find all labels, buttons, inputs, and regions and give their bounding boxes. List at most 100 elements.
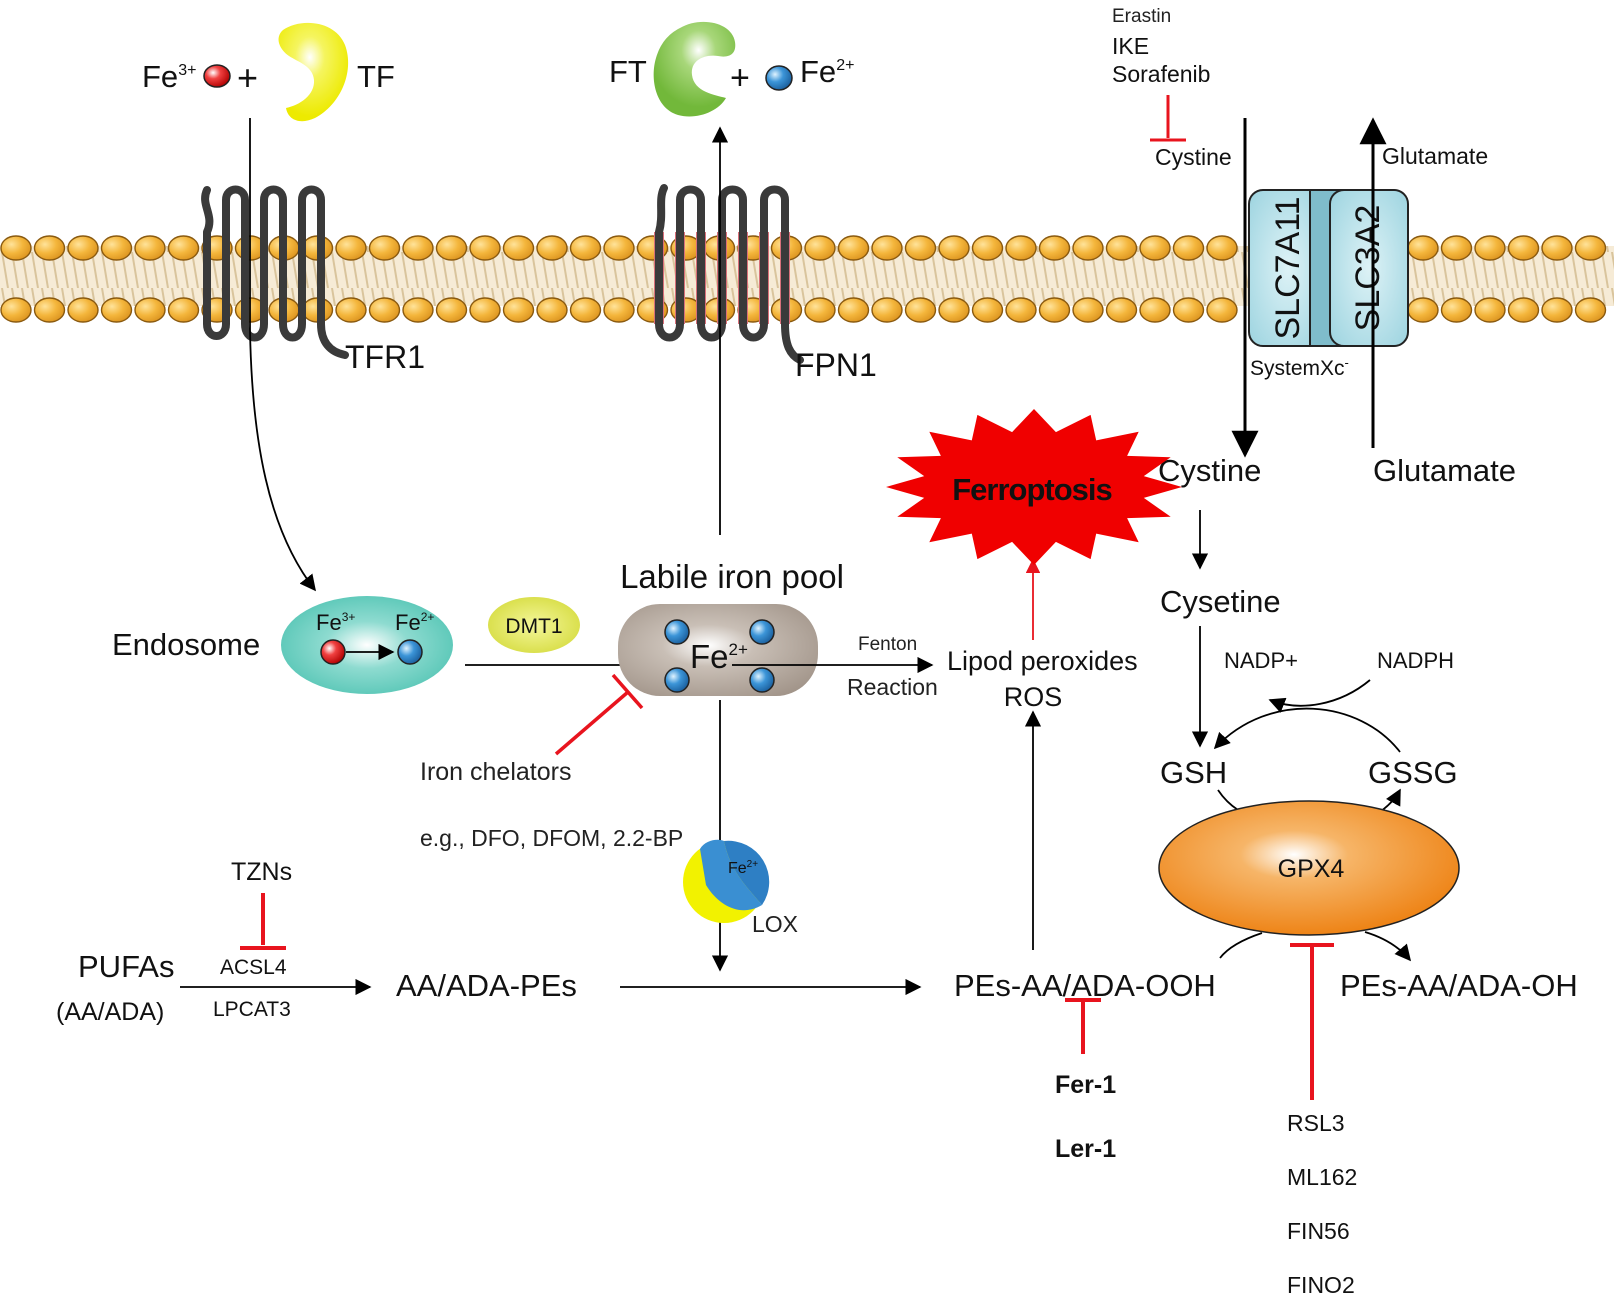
phospholipid-head xyxy=(435,235,468,261)
phospholipid-head xyxy=(1072,297,1104,323)
glutamate-inner-label: Glutamate xyxy=(1373,453,1516,488)
slc3a2-subunit xyxy=(1329,189,1409,347)
lip-fe2-ion xyxy=(749,619,775,645)
phospholipid-head xyxy=(100,235,133,261)
phospholipid-head xyxy=(1541,235,1573,261)
aa-ada-pes-label: AA/ADA-PEs xyxy=(396,968,577,1003)
phospholipid-head xyxy=(402,297,434,323)
phospholipid-head xyxy=(1172,235,1205,261)
fenton-label-2: Reaction xyxy=(847,674,938,700)
ler1-label: Ler-1 xyxy=(1055,1135,1116,1163)
endosome-label: Endosome xyxy=(112,627,260,662)
lox-enzyme xyxy=(683,839,770,923)
tf-label: TF xyxy=(357,59,395,94)
fpn1-chain xyxy=(655,184,804,364)
phospholipid-head xyxy=(1139,235,1171,261)
lox-fe2-label: Fe2+ xyxy=(728,859,758,877)
phospholipid-head xyxy=(603,235,635,261)
fe2-extracellular-label: Fe2+ xyxy=(800,54,854,89)
phospholipid-head xyxy=(938,235,970,261)
gpx4-inhibition-mark xyxy=(1290,943,1334,1100)
phospholipid-head xyxy=(67,297,99,323)
dmt1-label: DMT1 xyxy=(505,615,562,638)
phospholipid-head xyxy=(1440,235,1473,261)
phospholipid-head xyxy=(0,235,32,261)
endosome xyxy=(281,596,453,694)
fe3-ion-endosome xyxy=(320,639,346,665)
system-xc-transporter: SLC7A11 SLC3A2 SystemXc- xyxy=(1248,189,1409,380)
phospholipid-head xyxy=(402,235,434,261)
fino2-label: FINO2 xyxy=(1287,1272,1355,1298)
phospholipid-head xyxy=(1574,235,1607,261)
lpcat3-label: LPCAT3 xyxy=(213,998,291,1021)
tfr1-label: TFR1 xyxy=(345,339,425,375)
tzns-inhibition-mark xyxy=(240,893,286,950)
lip-fe2-ion xyxy=(749,667,775,693)
lip-fe2-ion xyxy=(664,619,690,645)
gpx4-enzyme xyxy=(1158,800,1460,936)
fpn1-label: FPN1 xyxy=(795,347,877,383)
phospholipid-head xyxy=(1105,297,1138,323)
fin56-label: FIN56 xyxy=(1287,1218,1350,1244)
phospholipid-head xyxy=(603,297,635,323)
slc3a2-label: SLC3A2 xyxy=(1349,205,1387,332)
phospholipid-head xyxy=(569,235,602,261)
phospholipid-head xyxy=(871,297,903,323)
phospholipid-head xyxy=(1574,297,1607,323)
phospholipid-head xyxy=(502,297,535,323)
phospholipid-head xyxy=(1407,297,1439,323)
cysteine-label: Cysetine xyxy=(1160,584,1281,619)
fenton-label-1: Fenton xyxy=(858,634,917,655)
plus-sign-export: + xyxy=(730,59,750,97)
chelator-examples-label: e.g., DFO, DFOM, 2.2-BP xyxy=(420,825,683,851)
erastin-inhibition-mark xyxy=(1150,95,1186,142)
fe2-ion-endosome xyxy=(397,639,423,665)
erastin-label: Erastin xyxy=(1112,6,1171,27)
phospholipid-head xyxy=(938,297,970,323)
phospholipid-head xyxy=(1507,235,1540,261)
phospholipid-head xyxy=(1541,297,1573,323)
svg-text:Fe3+: Fe3+ xyxy=(142,59,196,94)
phospholipid-head xyxy=(335,235,367,261)
phospholipid-head xyxy=(134,297,166,323)
lip-title: Labile iron pool xyxy=(620,558,844,595)
ike-label: IKE xyxy=(1112,33,1149,59)
phospholipid-head xyxy=(502,235,535,261)
phospholipid-head xyxy=(100,297,133,323)
phospholipid-head xyxy=(837,297,870,323)
tfr1-chain xyxy=(201,185,349,359)
phospholipid-head xyxy=(469,235,501,261)
endosome-fe2-label: Fe2+ xyxy=(395,610,434,635)
pufas-sub-label: (AA/ADA) xyxy=(56,998,164,1026)
phospholipid-head xyxy=(904,235,937,261)
phospholipid-heads-inner xyxy=(0,297,1607,323)
gssg-to-gsh-arrow xyxy=(1213,707,1401,753)
dmt1-transporter xyxy=(488,597,580,653)
phospholipid-head xyxy=(67,235,99,261)
phospholipid-head xyxy=(368,297,401,323)
systemxc-label: SystemXc- xyxy=(1250,355,1349,380)
phospholipid-head xyxy=(1440,297,1473,323)
ferroptosis-burst xyxy=(886,409,1182,565)
lox-label: LOX xyxy=(752,911,798,937)
pes-ooh-label: PEs-AA/ADA-OOH xyxy=(954,968,1216,1003)
acsl4-label: ACSL4 xyxy=(220,956,287,979)
phospholipid-head xyxy=(0,297,32,323)
phospholipid-head xyxy=(536,297,568,323)
phospholipid-head xyxy=(134,235,166,261)
phospholipid-head xyxy=(1507,297,1540,323)
phospholipid-head xyxy=(1072,235,1104,261)
lip-fe2-label: Fe2+ xyxy=(690,638,748,675)
ft-label: FT xyxy=(609,54,647,89)
slc7a11-label: SLC7A11 xyxy=(1269,196,1307,339)
sorafenib-label: Sorafenib xyxy=(1112,61,1210,87)
phospholipid-head xyxy=(469,297,501,323)
tf-endocytosis-arrow xyxy=(249,118,316,592)
tzns-label: TZNs xyxy=(231,858,292,886)
phospholipid-head xyxy=(804,297,836,323)
phospholipid-head xyxy=(33,235,66,261)
glutamate-outer-label: Glutamate xyxy=(1382,143,1488,169)
transferrin-shape xyxy=(278,22,349,122)
phospholipid-head xyxy=(569,297,602,323)
